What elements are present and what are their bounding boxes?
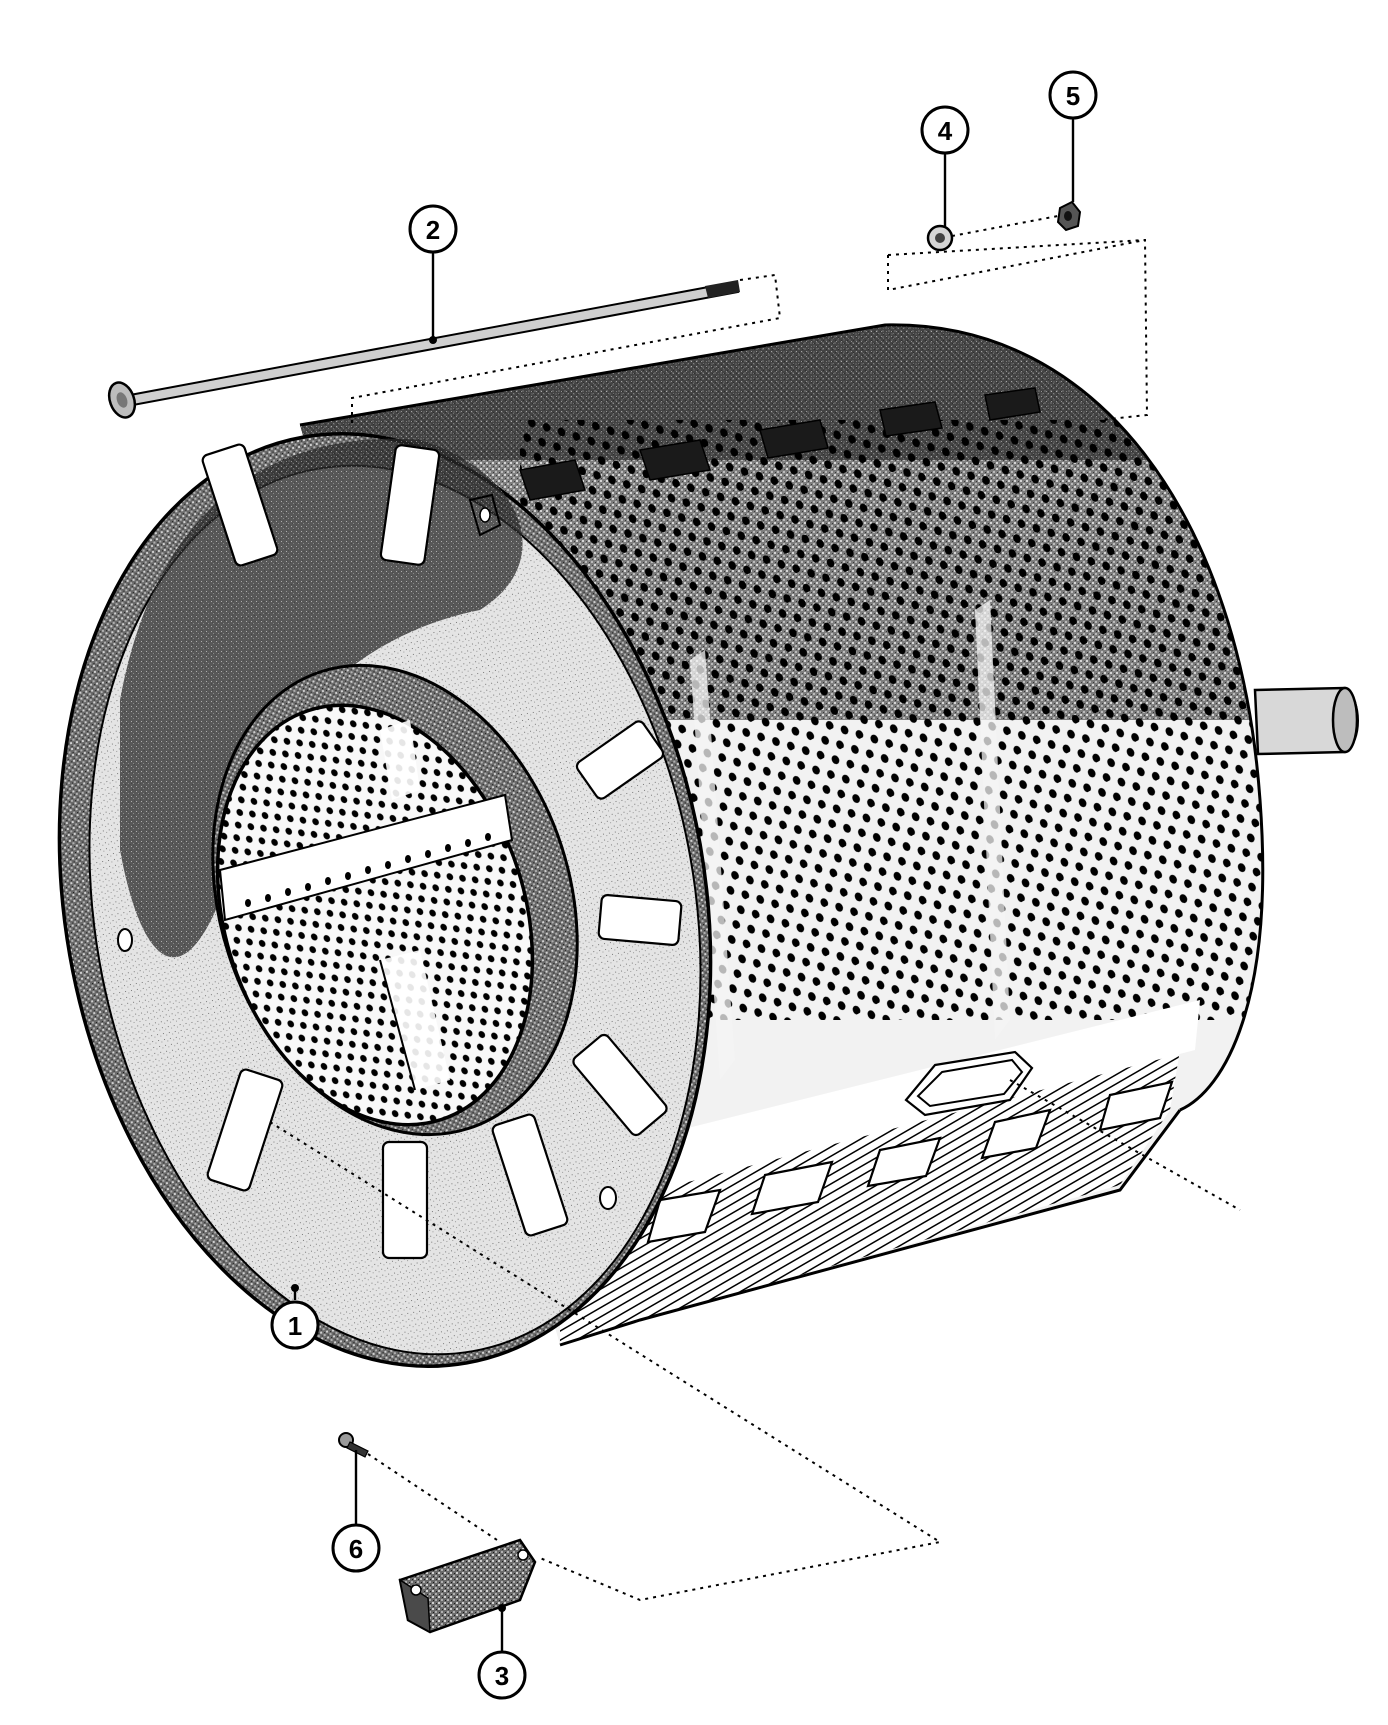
callout-2-label: 2 <box>426 215 440 245</box>
callout-5: 5 <box>1048 70 1098 120</box>
callout-leaders <box>291 117 1075 1652</box>
upper-rim-slots <box>519 387 1041 501</box>
callout-2: 2 <box>408 204 458 254</box>
bulkhead-hole <box>117 928 133 952</box>
callout-5-label: 5 <box>1066 81 1080 111</box>
access-opening <box>904 1050 1034 1117</box>
callout-1-label: 1 <box>288 1311 302 1341</box>
callout-6: 6 <box>331 1523 381 1573</box>
assembly-lines <box>269 215 1241 1602</box>
front-bulkhead <box>57 432 713 1368</box>
part-4-washer <box>926 224 954 252</box>
part-6-screw <box>338 1432 369 1458</box>
lower-band-slots <box>646 1080 1174 1244</box>
callout-4: 4 <box>920 105 970 155</box>
callout-1: 1 <box>270 1300 320 1350</box>
bulkhead-hole <box>599 1186 617 1210</box>
bulkhead-slots <box>201 443 683 1260</box>
callout-6-label: 6 <box>349 1534 363 1564</box>
drum-shaft <box>1253 686 1359 756</box>
part-5-nut <box>1056 200 1082 232</box>
callout-3: 3 <box>477 1650 527 1700</box>
part-3-cover-plate <box>398 1538 537 1634</box>
callout-3-label: 3 <box>495 1661 509 1691</box>
callout-4-label: 4 <box>938 116 953 146</box>
